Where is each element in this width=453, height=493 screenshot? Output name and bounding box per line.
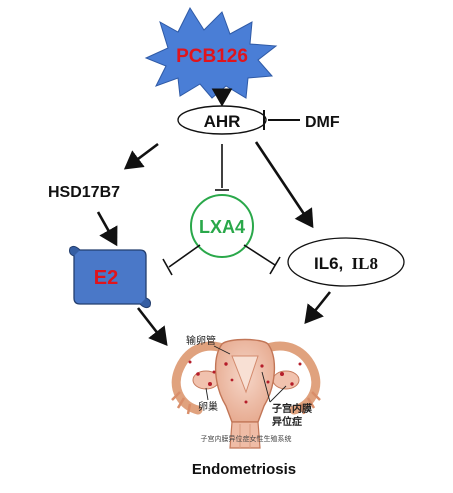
ahr-node: AHR [177,105,267,135]
e2-label: E2 [94,267,118,289]
left-fimbriae [171,391,192,415]
endometriosis-label: Endometriosis [192,461,296,478]
edge-ahr-il6-il8 [254,141,314,229]
e2-scroll-curl-bottom [139,297,151,309]
pcb126-node: PCB126 [144,6,278,99]
edge-il6-il8-endometriosis [304,291,332,325]
right-fimbriae [300,391,321,415]
ovary-label: 卵巢 [198,400,218,413]
hsd17b7-label: HSD17B7 [48,184,120,201]
edge-lxa4-e2 [168,244,201,268]
edge-lxa4-e2-bar [162,258,173,276]
e2-scroll-curl-top [69,245,81,257]
uterus-illustration: 输卵管 卵巢 子宫内膜 异位症 子宫内膜异位症女性生殖系统 [171,334,321,449]
dmf-label: DMF [305,114,340,131]
il6-il8-label: IL6, IL8 [314,254,378,273]
endometrium-label-line1: 子宫内膜 [272,402,312,415]
edge-lxa4-il6-il8 [243,244,276,266]
ahr-label: AHR [204,112,241,131]
pcb126-starburst-shape [144,6,278,99]
left-fallopian-tube [171,341,233,415]
il6-il8-node: IL6, IL8 [287,237,405,287]
edge-e2-endometriosis [136,307,168,347]
edges [96,88,332,347]
illustration-caption: 子宫内膜异位症女性生殖系统 [201,434,292,443]
pcb126-label: PCB126 [176,46,248,67]
vaginal-canal [239,424,251,448]
il6-label: IL6, [314,254,343,273]
right-fallopian-tube [257,341,321,415]
il6-il8-ellipse [287,237,405,287]
fallopian-tube-label: 输卵管 [186,334,216,347]
endometrium-label-line2: 异位症 [272,415,302,428]
illustration-pointer-lines [205,345,287,403]
edge-ahr-hsd17b7 [123,142,159,170]
il8-label: IL8 [352,254,378,273]
cervix [229,421,261,449]
lxa4-circle [190,194,254,258]
edge-hsd17b7-e2 [96,211,118,247]
edge-lxa4-il6-il8-bar [269,256,281,275]
lxa4-label: LXA4 [199,217,245,237]
lxa4-node: LXA4 [190,194,254,258]
endometriosis-lesions [188,360,302,404]
e2-node: E2 [69,245,151,309]
uterine-cavity [231,355,259,394]
